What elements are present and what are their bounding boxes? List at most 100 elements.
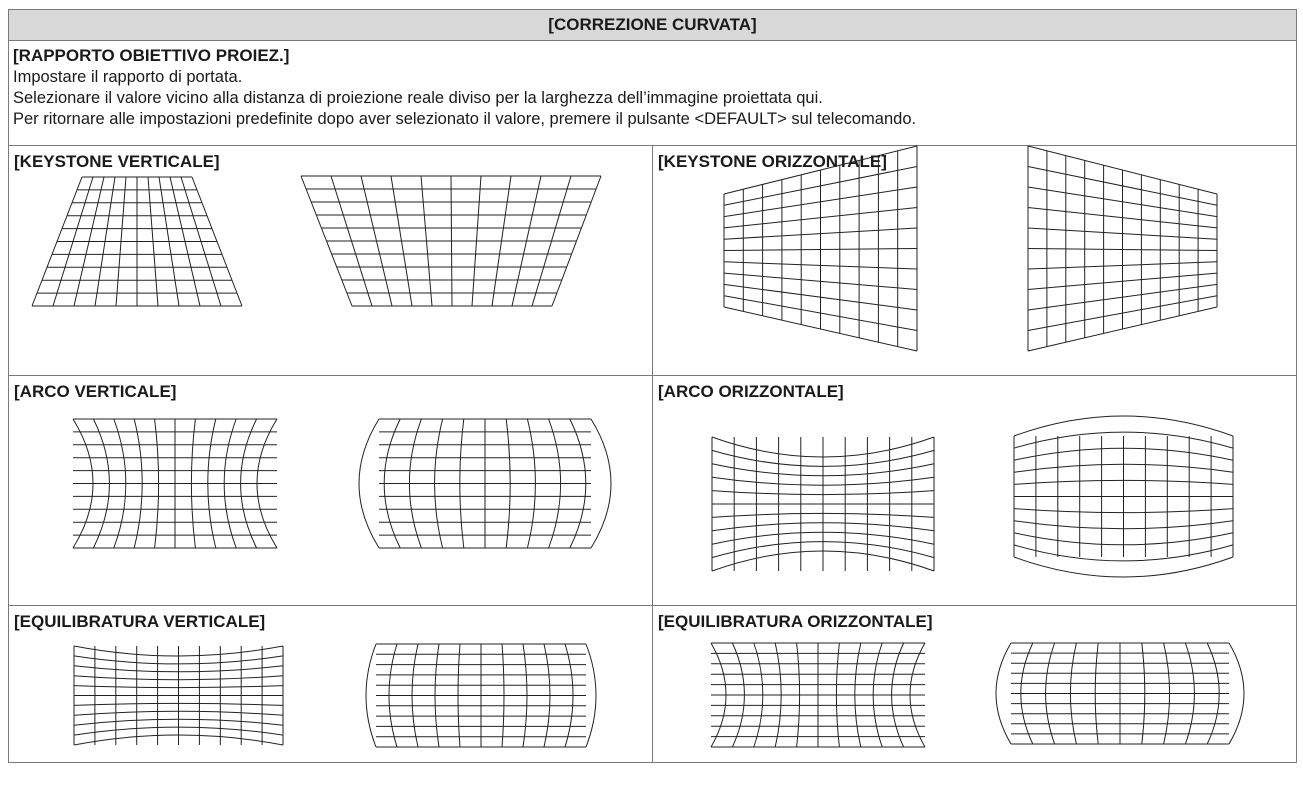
grid-line-vertical bbox=[491, 175, 512, 307]
grid-line-vertical bbox=[358, 418, 380, 549]
panel-keystone-vertical: [KEYSTONE VERTICALE] bbox=[8, 145, 653, 376]
grid-line-vertical bbox=[522, 643, 528, 748]
grid-line-vertical bbox=[330, 175, 373, 307]
grid-line-vertical bbox=[133, 418, 143, 549]
balance-horizontal-illustrations bbox=[710, 642, 1245, 748]
grid-line-vertical bbox=[115, 176, 127, 307]
grid-line-vertical bbox=[569, 418, 587, 549]
intro-section: [RAPPORTO OBIETTIVO PROIEZ.] Impostare i… bbox=[8, 40, 1297, 146]
grid-line-vertical bbox=[1094, 642, 1099, 745]
arc-vertical-grid-b bbox=[358, 418, 612, 549]
grid-line-horizontal bbox=[1013, 415, 1234, 437]
grid-line-vertical bbox=[240, 418, 258, 549]
grid-line-vertical bbox=[1020, 642, 1034, 745]
grid-line-vertical bbox=[501, 643, 505, 748]
grid-line-vertical bbox=[1069, 642, 1077, 745]
grid-line-vertical bbox=[434, 643, 440, 748]
grid-line-vertical bbox=[548, 418, 562, 549]
grid-line-vertical bbox=[72, 418, 94, 549]
arc-vertical-grid-a bbox=[72, 418, 278, 549]
grid-line-vertical bbox=[92, 418, 110, 549]
panel-heading-keystone-vertical: [KEYSTONE VERTICALE] bbox=[14, 152, 220, 171]
grid-line-vertical bbox=[531, 175, 572, 307]
grid-line-vertical bbox=[854, 642, 862, 748]
grid-line-vertical bbox=[191, 176, 243, 307]
grid-line-vertical bbox=[420, 175, 433, 307]
grid-line-vertical bbox=[731, 642, 745, 748]
panel-heading-arc-vertical: [ARCO VERTICALE] bbox=[14, 382, 177, 401]
panel-balance-vertical: [EQUILIBRATURA VERTICALE] bbox=[8, 605, 653, 763]
grid-line-vertical bbox=[585, 643, 597, 748]
correction-table: [CORREZIONE CURVATA] [RAPPORTO OBIETTIVO… bbox=[8, 9, 1297, 763]
grid-line-vertical bbox=[1228, 642, 1245, 745]
grid-line-vertical bbox=[774, 642, 782, 748]
arc-horizontal-illustrations bbox=[711, 415, 1234, 578]
arc-horizontal-grid-a bbox=[711, 436, 935, 572]
grid-line-vertical bbox=[169, 176, 201, 307]
intro-line-3: Per ritornare alle impostazioni predefin… bbox=[13, 110, 917, 128]
grid-line-vertical bbox=[158, 176, 180, 307]
intro-line-1: Impostare il rapporto di portata. bbox=[13, 68, 243, 86]
keystone-vertical-grid-b bbox=[300, 175, 602, 307]
grid-line-vertical bbox=[180, 176, 222, 307]
grid-line-vertical bbox=[1206, 642, 1220, 745]
grid-line-vertical bbox=[564, 643, 574, 748]
grid-line-vertical bbox=[459, 418, 465, 549]
grid-line-vertical bbox=[408, 418, 422, 549]
panel-heading-balance-horizontal: [EQUILIBRATURA ORIZZONTALE] bbox=[658, 612, 933, 631]
panel-heading-arc-horizontal: [ARCO ORIZZONTALE] bbox=[658, 382, 844, 401]
grid-line-vertical bbox=[360, 175, 393, 307]
balance-vertical-grid-a bbox=[73, 645, 284, 746]
grid-line-vertical bbox=[300, 175, 353, 307]
grid-line-horizontal bbox=[1013, 431, 1234, 449]
balance-vertical-grid-b bbox=[365, 643, 597, 748]
intro-line-2: Selezionare il valore vicino alla distan… bbox=[13, 89, 823, 107]
grid-line-vertical bbox=[526, 418, 536, 549]
keystone-vertical-illustrations bbox=[31, 175, 602, 307]
balance-vertical-illustrations bbox=[73, 643, 597, 748]
grid-line-vertical bbox=[995, 642, 1012, 745]
grid-line-vertical bbox=[1163, 642, 1171, 745]
intro-heading: [RAPPORTO OBIETTIVO PROIEZ.] bbox=[13, 46, 290, 65]
grid-line-vertical bbox=[457, 643, 461, 748]
grid-line-vertical bbox=[207, 418, 217, 549]
keystone-horizontal-illustrations bbox=[723, 145, 1218, 352]
grid-line-vertical bbox=[94, 176, 116, 307]
grid-line-vertical bbox=[909, 642, 926, 748]
grid-line-vertical bbox=[256, 418, 278, 549]
arc-horizontal-grid-b bbox=[1013, 415, 1234, 578]
grid-line-vertical bbox=[154, 418, 160, 549]
balance-horizontal-grid-b bbox=[995, 642, 1245, 745]
panel-heading-balance-vertical: [EQUILIBRATURA VERTICALE] bbox=[14, 612, 266, 631]
grid-line-vertical bbox=[891, 642, 905, 748]
keystone-vertical-grid-a bbox=[31, 176, 243, 307]
grid-line-vertical bbox=[1184, 642, 1195, 745]
grid-line-vertical bbox=[590, 418, 612, 549]
panel-heading-keystone-horizontal: [KEYSTONE ORIZZONTALE] bbox=[658, 152, 887, 171]
grid-line-vertical bbox=[190, 418, 196, 549]
panel-arc-vertical: [ARCO VERTICALE] bbox=[8, 375, 653, 606]
grid-line-vertical bbox=[390, 175, 413, 307]
grid-line-vertical bbox=[1045, 642, 1056, 745]
grid-line-vertical bbox=[450, 175, 453, 307]
grid-line-vertical bbox=[1141, 642, 1146, 745]
arc-vertical-illustrations bbox=[72, 418, 612, 549]
panel-keystone-horizontal: [KEYSTONE ORIZZONTALE] bbox=[652, 145, 1297, 376]
grid-line-vertical bbox=[113, 418, 127, 549]
grid-line-vertical bbox=[551, 175, 602, 307]
keystone-horizontal-grid-b bbox=[1027, 145, 1218, 352]
grid-line-vertical bbox=[411, 643, 419, 748]
grid-line-vertical bbox=[223, 418, 237, 549]
grid-line-vertical bbox=[471, 175, 482, 307]
balance-horizontal-grid-a bbox=[710, 642, 926, 748]
grid-line-vertical bbox=[835, 642, 840, 748]
grid-line-vertical bbox=[543, 643, 551, 748]
panel-arc-horizontal: [ARCO ORIZZONTALE] bbox=[652, 375, 1297, 606]
grid-line-vertical bbox=[872, 642, 883, 748]
grid-line-vertical bbox=[511, 175, 542, 307]
grid-line-vertical bbox=[31, 176, 83, 307]
panel-balance-horizontal: [EQUILIBRATURA ORIZZONTALE] bbox=[652, 605, 1297, 763]
grid-line-vertical bbox=[147, 176, 159, 307]
grid-line-horizontal bbox=[1013, 544, 1234, 562]
grid-line-vertical bbox=[505, 418, 511, 549]
